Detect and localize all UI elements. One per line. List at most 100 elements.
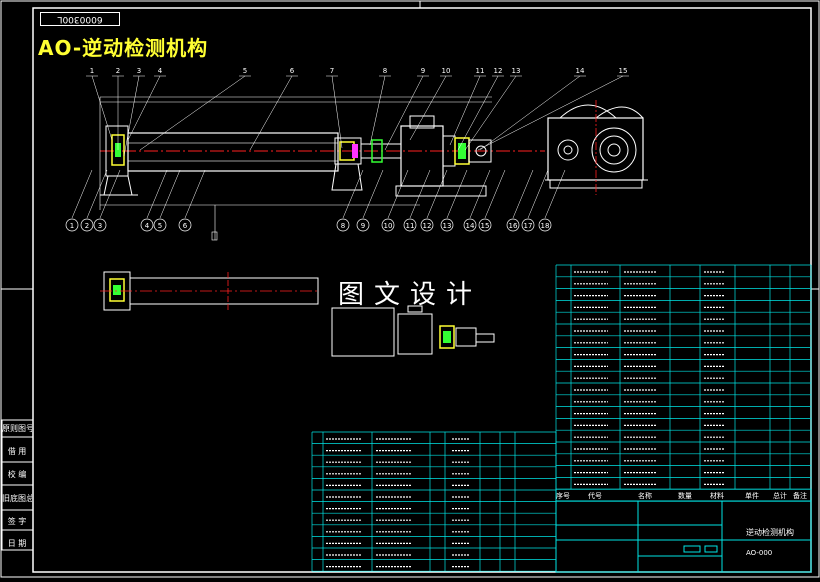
balloon-bottom-circle: [403, 218, 417, 232]
balloon-bottom-label: 15: [481, 222, 490, 230]
assembly-front-view: [99, 96, 545, 241]
leader-bottom: [387, 169, 409, 219]
plan-right-green: [443, 331, 451, 343]
motor-shaft-circle: [475, 145, 487, 157]
balloon-bottom-label: 12: [423, 222, 432, 230]
leader-top: [449, 75, 481, 146]
leader-top: [384, 75, 424, 151]
balloon-bottom-label: 9: [361, 222, 365, 230]
balloon-bottom-circle: [65, 218, 79, 232]
leader-bottom: [342, 169, 364, 219]
bom-table-middle: [311, 431, 557, 572]
balloon-bottom-circle: [463, 218, 477, 232]
plan-right-outline: [331, 307, 395, 357]
gearbox-housing: [400, 125, 444, 187]
side-label-3: 校 编: [7, 470, 27, 479]
corner-drawing-code: 6000300L: [40, 12, 120, 26]
bom-header-cell: 代号: [588, 491, 602, 500]
side-housing: [547, 117, 644, 181]
bom-header-cell: 单件: [745, 491, 759, 500]
balloon-bottom-circle: [478, 218, 492, 232]
leader-bottom: [426, 169, 448, 219]
leader-bottom: [71, 169, 93, 219]
balloon-bottom-label: 5: [158, 222, 162, 230]
motor-body: [468, 139, 492, 163]
plan-view-left: [100, 271, 320, 311]
leader-top: [457, 75, 499, 151]
title-block: [555, 500, 812, 573]
leader-bottom: [446, 169, 468, 219]
balloon-top-label: 3: [137, 67, 141, 75]
leader-bottom: [544, 169, 566, 219]
leader-bottom: [469, 169, 491, 219]
balloon-bottom-circle: [140, 218, 154, 232]
coupling-green: [371, 139, 383, 163]
leader-top: [369, 75, 386, 146]
side-label-5: 签 字: [7, 517, 27, 526]
balloon-top-label: 10: [442, 67, 451, 75]
balloon-bottom-label: 4: [145, 222, 150, 230]
balloon-bottom-circle: [153, 218, 167, 232]
balloon-bottom-label: 1: [70, 222, 74, 230]
balloon-bottom-circle: [381, 218, 395, 232]
side-gear-small-hub: [563, 145, 573, 155]
balloon-top-label: 6: [290, 67, 295, 75]
shaft-inner: [127, 142, 339, 162]
balloon-top-label: 7: [330, 67, 334, 75]
dim-tag: [211, 231, 218, 241]
balloon-bottom-label: 8: [341, 222, 345, 230]
side-gear-large-inner: [599, 135, 629, 165]
balloon-bottom-circle: [521, 218, 535, 232]
balloon-bottom-label: 6: [183, 222, 188, 230]
balloon-bottom-circle: [420, 218, 434, 232]
assembly-side-view: [545, 100, 648, 195]
gearbox-green: [458, 143, 466, 159]
leader-bottom: [409, 169, 431, 219]
balloon-bottom-label: 13: [443, 222, 452, 230]
balloon-bottom-label: 3: [98, 222, 102, 230]
leader-bottom: [362, 169, 384, 219]
balloon-top-label: 13: [512, 67, 521, 75]
gearbox-base: [395, 185, 487, 197]
gearbox-top: [409, 115, 435, 129]
plan-right-top: [407, 305, 423, 313]
balloon-top-label: 11: [476, 67, 485, 75]
mid-support: [331, 163, 363, 191]
side-label-6: 日 期: [7, 539, 27, 548]
plan-right-tail: [475, 333, 495, 343]
bom-header-cell: 序号: [556, 491, 570, 500]
side-label-1: 原则图号及版本: [2, 424, 32, 433]
leader-top: [479, 75, 581, 151]
plan-right-box: [397, 313, 433, 355]
bom-header-cell: 备注: [793, 491, 807, 500]
balloon-bottom-circle: [506, 218, 520, 232]
leader-bottom: [512, 169, 534, 219]
leader-bottom: [484, 169, 506, 219]
balloon-top-label: 8: [383, 67, 387, 75]
balloon-bottom-circle: [80, 218, 94, 232]
plan-right-yellow: [439, 325, 455, 349]
balloon-top-label: 5: [243, 67, 247, 75]
balloon-bottom-label: 11: [406, 222, 415, 230]
plan-left-green: [113, 285, 121, 295]
leader-bottom: [99, 169, 121, 219]
balloon-top-label: 9: [421, 67, 425, 75]
leader-top: [464, 75, 517, 151]
bom-header-cell: 数量: [678, 491, 692, 500]
drawing-title: AO-逆动检测机构: [38, 36, 209, 60]
balloon-top-label: 1: [90, 67, 94, 75]
leader-bottom: [184, 169, 206, 219]
title-block-code: AO-000: [746, 549, 773, 557]
balloon-bottom-label: 18: [541, 222, 550, 230]
balloon-bottom-circle: [356, 218, 370, 232]
balloon-bottom-circle: [93, 218, 107, 232]
leader-top: [331, 75, 343, 149]
left-support: [103, 175, 133, 196]
side-label-4: 旧底图总号: [2, 494, 32, 503]
bom-header-cell: 名称: [638, 491, 652, 500]
leader-top: [477, 75, 624, 151]
